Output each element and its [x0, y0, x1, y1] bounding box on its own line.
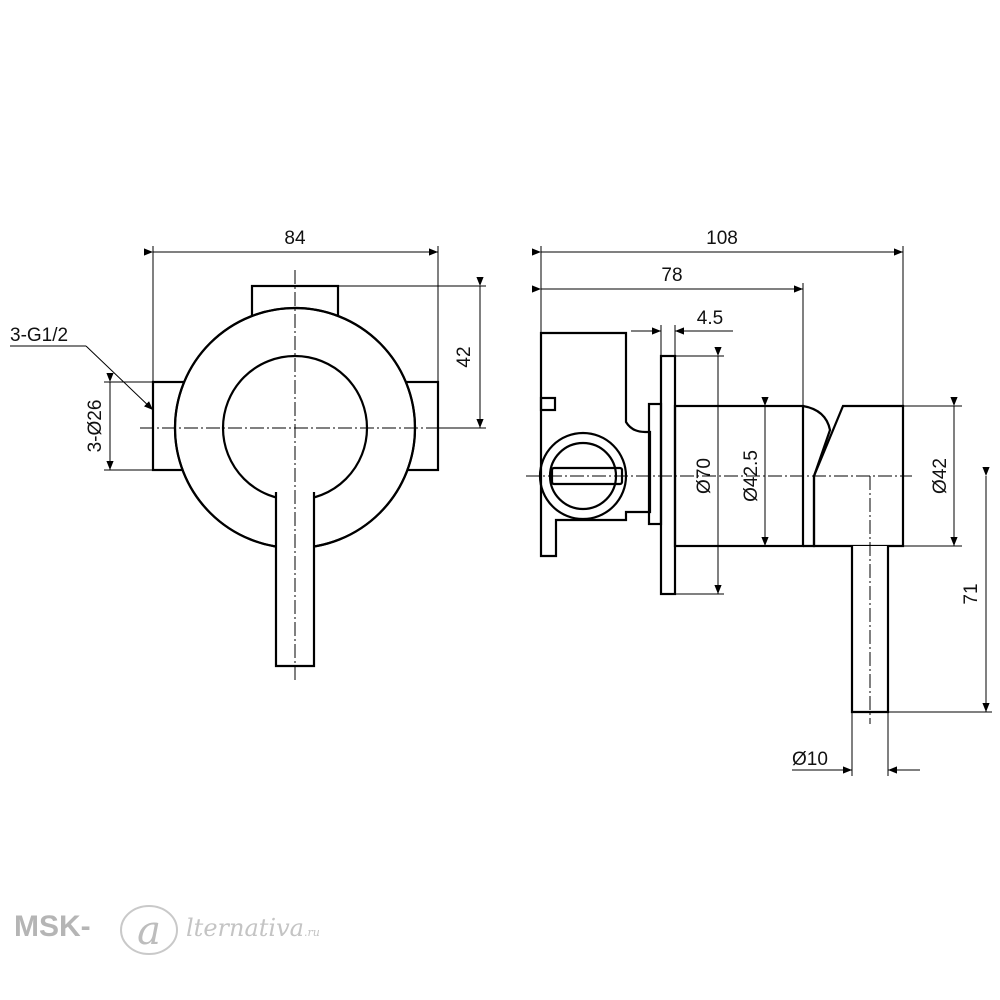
side-view: 108 78 4.5 Ø70 Ø42.5 Ø42 71 Ø10	[526, 228, 992, 776]
thread-label: 3-G1/2	[10, 325, 68, 346]
dim-4-5-label: 4.5	[697, 308, 723, 329]
dim-42-side-label: Ø42	[930, 458, 951, 494]
dim-108-label: 108	[706, 228, 738, 249]
dim-26-label: 3-Ø26	[85, 400, 106, 453]
dim-42-5-label: Ø42.5	[741, 450, 762, 502]
wall-plate	[659, 354, 677, 596]
dim-84-label: 84	[284, 228, 306, 249]
dim-10-label: Ø10	[792, 749, 828, 770]
watermark-prefix: MSK-	[14, 910, 91, 943]
svg-text:a: a	[137, 908, 161, 954]
dim-70-label: Ø70	[694, 458, 715, 494]
dim-71-label: 71	[961, 583, 982, 604]
dim-42-label: 42	[454, 346, 475, 367]
dim-78-label: 78	[661, 265, 682, 286]
side-lever	[850, 546, 890, 714]
mounting-tab	[539, 396, 557, 412]
thread-leader	[85, 345, 154, 411]
front-view: 84 42 3-G1/2 3-Ø26	[10, 228, 486, 682]
at-sign-icon: a	[120, 905, 178, 955]
watermark-suffix: lternativa.ru	[186, 914, 320, 942]
mounting-box	[539, 331, 652, 558]
